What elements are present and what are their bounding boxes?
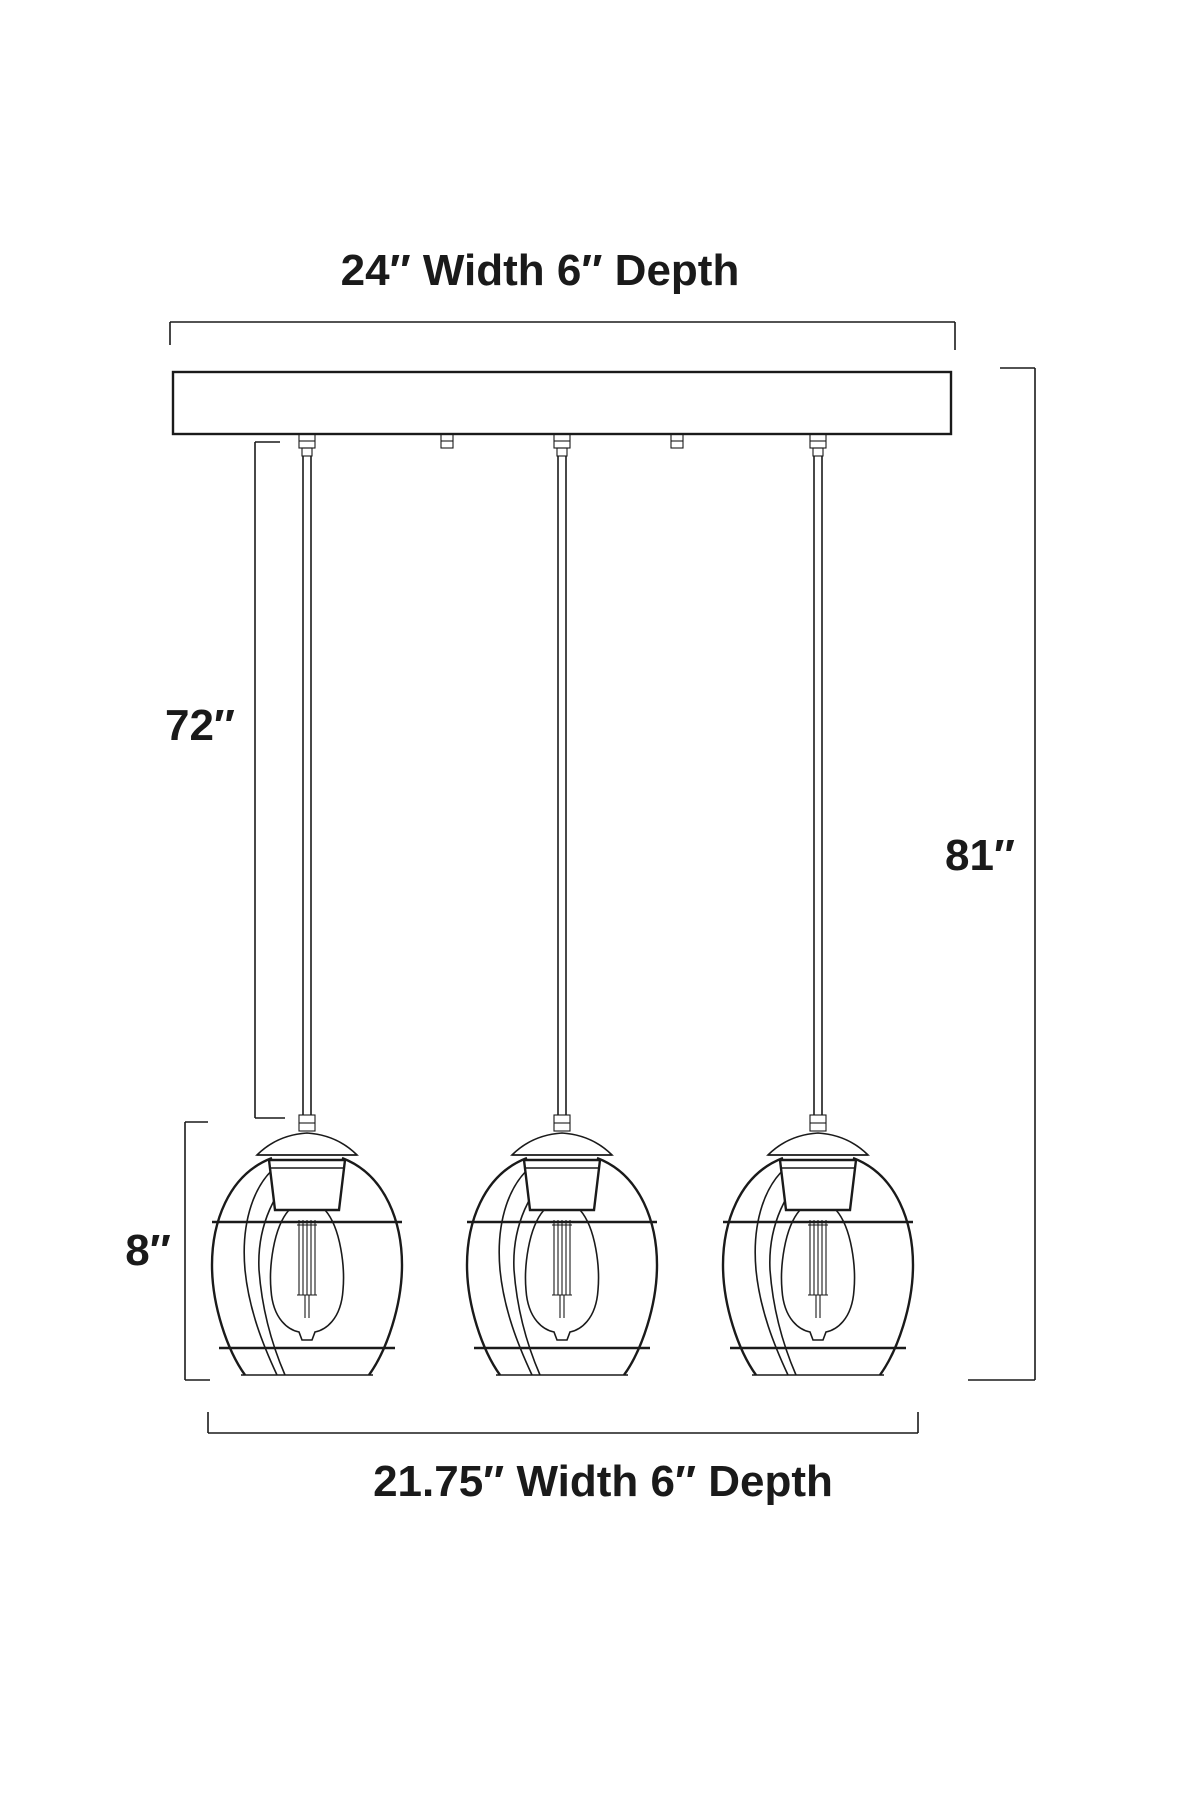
mounting-screws	[440, 433, 684, 449]
cord-length-dimension: 72″	[165, 441, 285, 1119]
pendant-light	[210, 432, 404, 1377]
pendants	[210, 432, 915, 1377]
fixture-width-dimension: 21.75″ Width 6″ Depth	[207, 1412, 919, 1506]
pendant-light	[465, 432, 659, 1377]
shade-height-dimension: 8″	[125, 1121, 210, 1381]
canopy-width-label: 24″ Width 6″ Depth	[341, 246, 740, 295]
total-height-dimension: 81″	[945, 367, 1036, 1381]
canopy-width-dimension: 24″ Width 6″ Depth	[169, 246, 956, 350]
canopy-plate	[171, 370, 953, 436]
shade-height-label: 8″	[125, 1226, 171, 1275]
pendant-light	[721, 432, 915, 1377]
cord-length-label: 72″	[165, 701, 235, 750]
total-height-label: 81″	[945, 831, 1015, 880]
fixture-width-label: 21.75″ Width 6″ Depth	[373, 1457, 833, 1506]
